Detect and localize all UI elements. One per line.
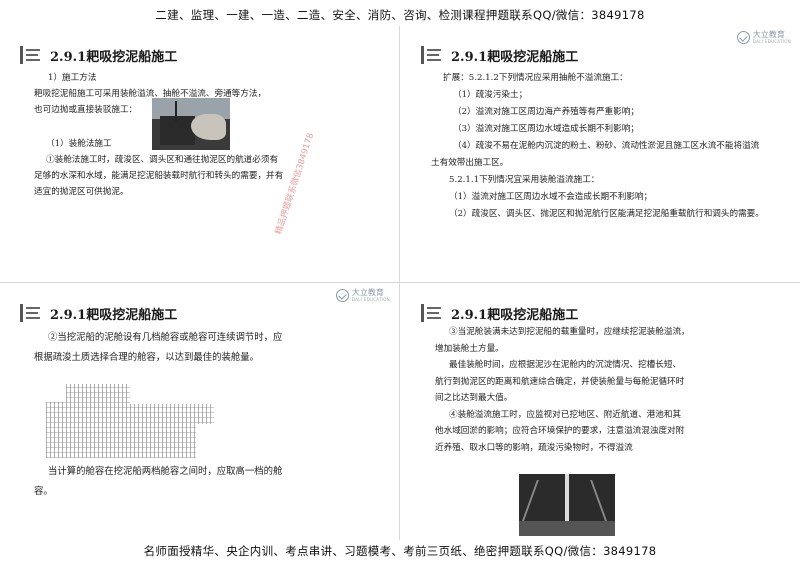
- text-line: （1）疏浚污染土；: [453, 90, 528, 100]
- text-line: ②当挖泥船的泥舱设有几档舱容或舱容可连续调节时，应: [48, 332, 283, 343]
- text-line: 足够的水深和水域，能满足挖泥船装载时航行和转头的需要，并有: [34, 171, 284, 181]
- dredger-photo: [152, 98, 230, 150]
- slide-title: 2.9.1耙吸挖泥船施工: [50, 49, 178, 65]
- text-line: ④装舱溢流施工时，应监视对已挖地区、附近航道、港池和其: [449, 409, 682, 420]
- slide-body: ②当挖泥船的泥舱设有几档舱容或舱容可连续调节时，应 根据疏浚土质选择合理的舱容，…: [34, 328, 374, 368]
- slide-1: 2.9.1耙吸挖泥船施工 1）施工方法 耙吸挖泥船施工可采用装舱溢流、抽舱不溢流…: [0, 26, 398, 282]
- text-line: ③当泥舱装满未达到挖泥船的载重量时，应继续挖泥装舱溢流，: [449, 327, 690, 337]
- text-line: 5.2.1.1下列情况宜采用装舱溢流施工：: [449, 175, 600, 185]
- text-line: （1）装舱法施工: [46, 139, 112, 149]
- text-line: ①装舱法施工时，疏浚区、调头区和通往抛泥区的航道必须有: [46, 155, 279, 165]
- divider-vertical: [399, 26, 400, 540]
- slide-title-row: 2.9.1耙吸挖泥船施工: [20, 302, 177, 324]
- text-line: 增加装舱土方量。: [435, 343, 504, 354]
- slide-title-row: 2.9.1耙吸挖泥船施工: [20, 44, 177, 66]
- text-line: （2）疏浚区、调头区、抛泥区和抛泥航行区能满足挖泥船重载航行和调头的需要。: [449, 209, 764, 219]
- text-line: （4）疏浚不易在泥舱内沉淀的粉土、粉砂、流动性淤泥且施工区水流不能将溢流: [453, 141, 760, 151]
- slide-title-row: 2.9.1耙吸挖泥船施工: [421, 44, 578, 66]
- slide-title: 2.9.1耙吸挖泥船施工: [451, 307, 579, 323]
- dredger-diagram: [46, 384, 214, 458]
- top-banner: 二建、监理、一建、一造、二造、安全、消防、咨询、检测课程押题联系QQ/微信：38…: [155, 8, 645, 22]
- slide-body: 1）施工方法 耙吸挖泥船施工可采用装舱溢流、抽舱不溢流、旁通等方法， 也可边抛或…: [34, 70, 364, 200]
- text-line: 也可边抛或直接装驳施工：: [34, 105, 138, 115]
- text-line: （1）溢流对施工区周边水域不会造成长期不利影响；: [449, 192, 653, 202]
- slide-4: 2.9.1耙吸挖泥船施工 ③当泥舱装满未达到挖泥船的载重量时，应继续挖泥装舱溢流…: [401, 284, 799, 540]
- text-line: 近养殖、取水口等的影响，疏浚污染物时，不得溢流: [435, 442, 633, 453]
- slide-body: ③当泥舱装满未达到挖泥船的载重量时，应继续挖泥装舱溢流， 增加装舱土方量。 最佳…: [435, 324, 785, 456]
- divider-horizontal: [0, 282, 800, 283]
- logo-icon: [736, 30, 750, 44]
- text-line: 最佳装舱时间，应根据泥沙在泥舱内的沉淀情况、挖槽长短、: [449, 360, 682, 370]
- slide-body: 扩展：5.2.1.2下列情况应采用抽舱不溢流施工： （1）疏浚污染土； （2）溢…: [431, 70, 797, 223]
- text-line: 他水域回淤的影响；应符合环境保护的要求，注意溢流混浊度对附: [435, 426, 685, 436]
- text-line: 耙吸挖泥船施工可采用装舱溢流、抽舱不溢流、旁通等方法，: [34, 89, 267, 99]
- text-line: 航行到抛泥区的距离和航速综合确定，并使装舱量与每舱泥循环时: [435, 376, 685, 387]
- text-line: 土有效带出施工区。: [431, 158, 509, 168]
- text-line: 1）施工方法: [48, 73, 97, 83]
- logo-icon: [335, 288, 349, 302]
- text-line: 间之比达到最大值。: [435, 393, 513, 403]
- text-line: 根据疏浚土质选择合理的舱容，以达到最佳的装舱量。: [34, 352, 260, 363]
- text-line: 扩展：5.2.1.2下列情况应采用抽舱不溢流施工：: [443, 73, 628, 83]
- notebook-icon: [421, 302, 445, 324]
- slide-title: 2.9.1耙吸挖泥船施工: [50, 307, 178, 323]
- text-line: 适宜的抛泥区可供抛泥。: [34, 187, 129, 197]
- notebook-icon: [421, 44, 445, 66]
- bottom-banner: 名师面授精华、央企内训、考点串讲、习题模考、考前三页纸、绝密押题联系QQ/微信：…: [143, 544, 657, 558]
- slide-body-continued: 当计算的舱容在挖泥船两档舱容之间时，应取高一档的舱 容。: [34, 462, 374, 502]
- notebook-icon: [20, 302, 44, 324]
- text-line: （2）溢流对施工区周边海产养殖等有严重影响；: [453, 107, 639, 117]
- text-line: 容。: [34, 486, 53, 497]
- text-line: （3）溢流对施工区周边水域造成长期不利影响；: [453, 124, 639, 134]
- slide-title-row: 2.9.1耙吸挖泥船施工: [421, 302, 578, 324]
- slide-title: 2.9.1耙吸挖泥船施工: [451, 49, 579, 65]
- text-line: 当计算的舱容在挖泥船两档舱容之间时，应取高一档的舱: [48, 466, 283, 477]
- dredge-hold-photo: [519, 474, 615, 536]
- notebook-icon: [20, 44, 44, 66]
